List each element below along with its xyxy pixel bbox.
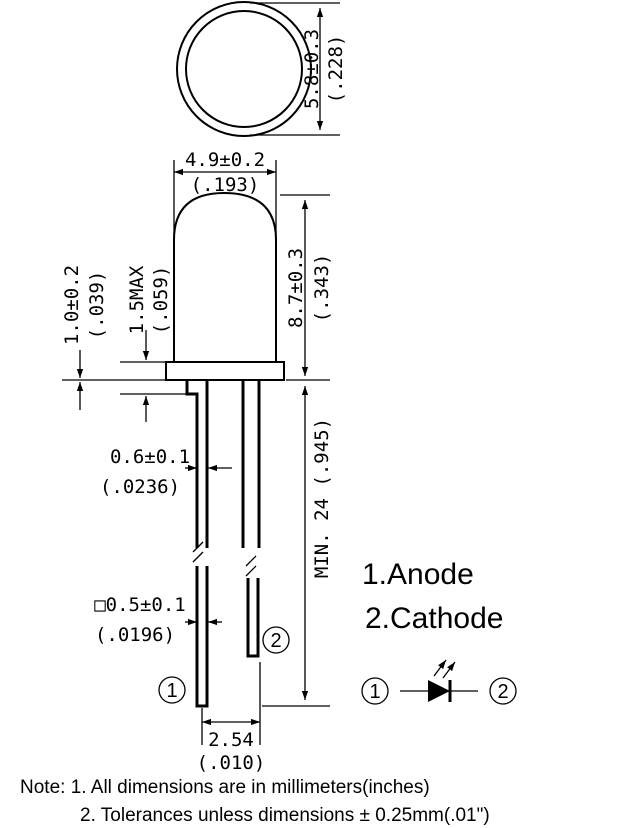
pin-marker-1: 1 xyxy=(158,676,186,704)
pin-marker-1-label: 1 xyxy=(166,680,177,702)
led-symbol: 1 2 xyxy=(361,659,517,705)
leads xyxy=(185,380,261,708)
light-ray-arrow xyxy=(433,659,447,677)
diode-triangle xyxy=(428,680,450,702)
lead-square-dimension: □0.5±0.1 (.0196) xyxy=(94,594,222,646)
dim-body-height-inch: (.343) xyxy=(311,254,333,323)
dim-lead-square-inch: (.0196) xyxy=(95,624,175,646)
top-view-outer-circle xyxy=(176,1,312,137)
dim-body-width-mm: 4.9±0.2 xyxy=(185,149,265,171)
light-ray-arrow xyxy=(442,661,456,679)
note-line-2: 2. Tolerances unless dimensions ± 0.25mm… xyxy=(80,805,490,826)
cathode-lead-lower xyxy=(246,578,260,658)
dim-top-diameter-inch: (.228) xyxy=(325,35,347,104)
dim-lead-spacing-mm: 2.54 xyxy=(208,729,254,751)
anode-lead-lower xyxy=(195,566,209,708)
lead-width-dimension: 0.6±0.1 (.0236) xyxy=(100,446,232,498)
pin-marker-2: 2 xyxy=(262,626,290,654)
body-width-dimension: 4.9±0.2 (.193) xyxy=(173,149,277,240)
lead-spacing-dimension: 2.54 (.010) xyxy=(197,662,266,774)
dim-lead-length: MIN. 24 (.945) xyxy=(311,418,333,578)
dim-lead-spacing-inch: (.010) xyxy=(197,752,266,774)
dim-lead-width-inch: (.0236) xyxy=(100,476,180,498)
body-height-dimension: 8.7±0.3 (.343) xyxy=(280,194,333,381)
dim-flange-thickness-inch: (.039) xyxy=(86,271,108,340)
lead-length-dimension: MIN. 24 (.945) xyxy=(262,386,333,707)
break-mark xyxy=(192,551,204,563)
symbol-pin-1-label: 1 xyxy=(369,681,380,703)
break-mark xyxy=(245,565,257,577)
symbol-pin-2-circle xyxy=(489,677,517,705)
pin-marker-circle xyxy=(158,676,186,704)
top-view: 5.8±0.3 (.228) xyxy=(176,1,347,137)
pin-marker-circle xyxy=(262,626,290,654)
dim-flange-max-inch: (.059) xyxy=(150,266,172,335)
symbol-pin-2-label: 2 xyxy=(497,681,508,703)
dim-flange-thickness-mm: 1.0±0.2 xyxy=(61,265,83,345)
flange xyxy=(165,361,285,381)
pin-marker-2-label: 2 xyxy=(270,630,281,652)
top-view-inner-circle xyxy=(185,10,303,128)
led-body xyxy=(165,191,285,381)
dim-flange-max-mm: 1.5MAX xyxy=(126,265,148,334)
flange-dimensions: 1.0±0.2 (.039) 1.5MAX (.059) xyxy=(61,265,190,422)
dim-top-diameter-mm: 5.8±0.3 xyxy=(301,29,323,109)
anode-label: 1.Anode xyxy=(362,558,474,591)
note-line-1: Note: 1. All dimensions are in millimete… xyxy=(20,777,430,798)
cathode-label: 2.Cathode xyxy=(365,602,503,635)
dim-lead-width-mm: 0.6±0.1 xyxy=(110,446,190,468)
dim-body-height-mm: 8.7±0.3 xyxy=(285,248,307,328)
break-mark xyxy=(245,555,257,567)
dim-lead-square-mm: □0.5±0.1 xyxy=(94,594,186,616)
break-mark xyxy=(192,541,204,553)
symbol-pin-1-circle xyxy=(361,677,389,705)
dim-body-width-inch: (.193) xyxy=(191,174,260,196)
anode-lead-outer xyxy=(185,380,199,548)
lens-outline xyxy=(173,191,277,362)
